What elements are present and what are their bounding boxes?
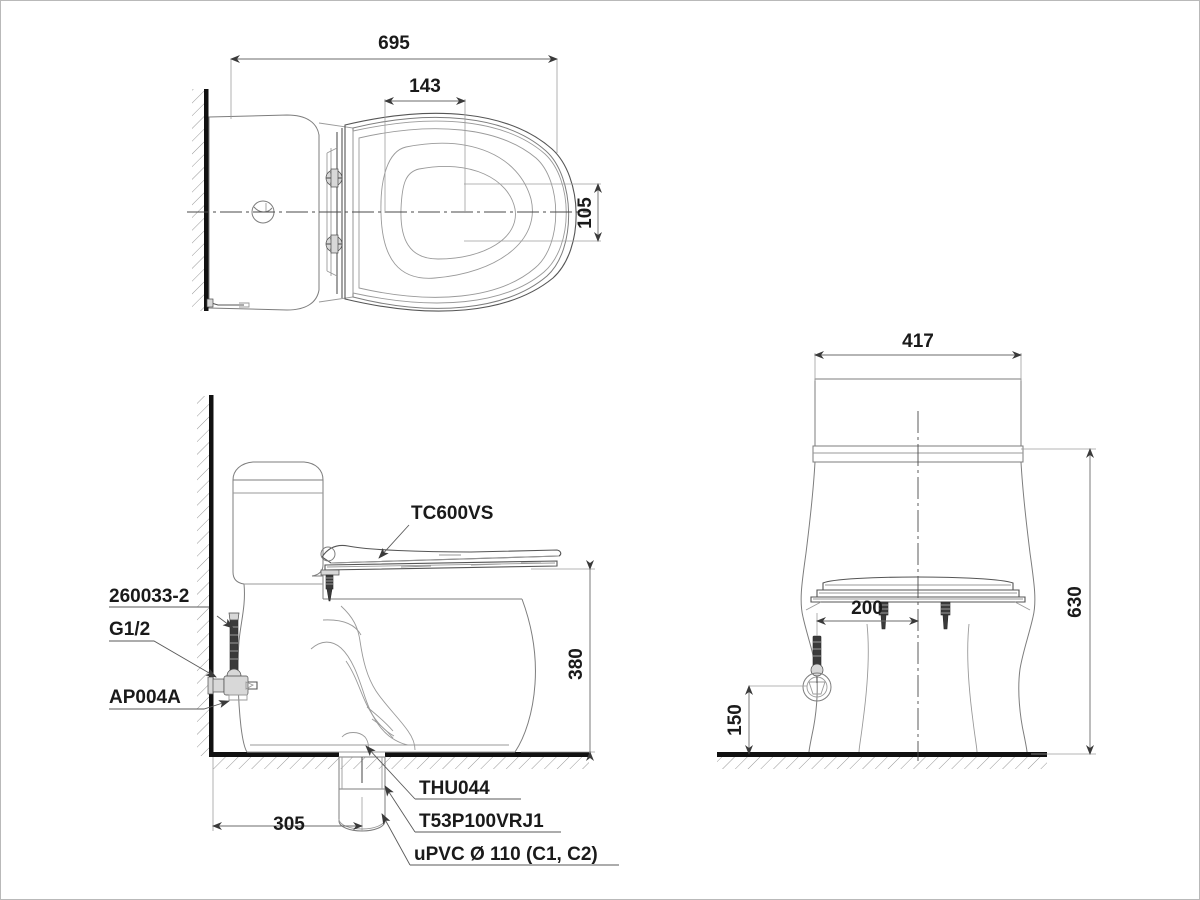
front-view-angle-valve bbox=[802, 635, 832, 702]
callout-toilet-model: T53P100VRJ1 bbox=[384, 785, 561, 833]
dim-bolt-spacing-text: 105 bbox=[575, 197, 596, 229]
dim-overall-height: 630 bbox=[1021, 448, 1096, 755]
dim-valve-offset: 200 bbox=[816, 598, 919, 636]
front-view-seat-bolt-right bbox=[940, 601, 951, 630]
dim-valve-height-text: 150 bbox=[725, 704, 746, 736]
callout-thread-size-text: G1/2 bbox=[109, 619, 150, 640]
dim-overall-depth: 695 bbox=[230, 33, 558, 153]
dim-seat-opening-width-text: 143 bbox=[409, 76, 441, 97]
top-view-seat-lid bbox=[344, 112, 577, 312]
callout-seat-model-text: TC600VS bbox=[411, 503, 493, 524]
callout-flange-part-text: THU044 bbox=[419, 778, 490, 799]
front-view-floor bbox=[717, 752, 1047, 769]
top-view-bowl bbox=[352, 117, 570, 309]
side-view-seat bbox=[320, 544, 562, 571]
callout-seat-model: TC600VS bbox=[378, 503, 493, 559]
front-view-seat bbox=[805, 576, 1031, 611]
dim-overall-width-text: 417 bbox=[902, 331, 934, 352]
dim-overall-height-text: 630 bbox=[1065, 586, 1086, 618]
side-view-trapway bbox=[310, 605, 416, 751]
callout-thread-size: G1/2 bbox=[109, 619, 217, 678]
callout-toilet-model-text: T53P100VRJ1 bbox=[419, 811, 544, 832]
side-view-supply-hose bbox=[228, 612, 240, 672]
dim-outlet-offset-text: 305 bbox=[273, 814, 305, 835]
top-view-hinge-bolt-upper bbox=[325, 168, 343, 188]
top-view: 695 143 105 bbox=[187, 33, 602, 312]
callout-flange-part: THU044 bbox=[365, 745, 521, 800]
side-view-tank-skirt bbox=[237, 575, 324, 753]
top-view-wall bbox=[192, 89, 209, 311]
dim-seat-height-text: 380 bbox=[566, 648, 587, 680]
callout-drain-pipe-spec: uPVC Ø 110 (C1, C2) bbox=[381, 813, 619, 866]
side-section-view: TC600VS 260033-2 G1/2 AP004A THU044 bbox=[109, 395, 619, 866]
front-view-bowl-body bbox=[800, 461, 1036, 753]
dim-overall-depth-text: 695 bbox=[378, 33, 410, 54]
top-view-seat-opening bbox=[380, 142, 533, 279]
side-view-wall bbox=[197, 395, 214, 757]
side-view-tank bbox=[232, 461, 324, 585]
dim-bolt-spacing: 105 bbox=[464, 183, 602, 242]
side-view-floor bbox=[213, 752, 589, 769]
top-view-hinge-bracket bbox=[326, 128, 343, 298]
side-view-seat-hinge-bolt bbox=[320, 569, 340, 602]
callout-drain-pipe-spec-text: uPVC Ø 110 (C1, C2) bbox=[414, 844, 598, 865]
top-view-hinge-bolt-lower bbox=[325, 234, 343, 254]
dim-valve-offset-text: 200 bbox=[851, 598, 883, 619]
callout-supply-hose-part: 260033-2 bbox=[109, 586, 234, 629]
dim-seat-opening-width: 143 bbox=[384, 76, 466, 213]
callout-angle-valve-part-text: AP004A bbox=[109, 687, 181, 708]
dim-outlet-offset: 305 bbox=[212, 757, 363, 835]
dim-seat-height: 380 bbox=[521, 560, 595, 761]
front-view: 417 630 200 150 bbox=[717, 331, 1096, 769]
callout-angle-valve-part: AP004A bbox=[109, 687, 230, 710]
dim-overall-width: 417 bbox=[814, 331, 1022, 381]
callout-supply-hose-part-text: 260033-2 bbox=[109, 586, 189, 607]
side-view-angle-valve bbox=[207, 668, 258, 701]
top-view-supply-stub bbox=[206, 298, 250, 308]
side-view-outlet-horn bbox=[341, 732, 369, 753]
dim-valve-height: 150 bbox=[725, 685, 807, 755]
side-view-bowl-body bbox=[247, 598, 536, 753]
